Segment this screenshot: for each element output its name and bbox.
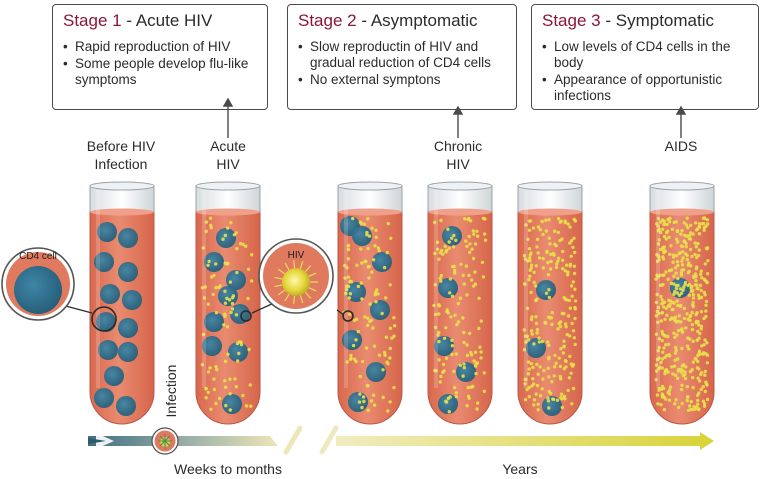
before-label-line-1: Before HIV	[86, 138, 156, 154]
stage-2-name: Asymptomatic	[370, 11, 478, 30]
stage-2-bullet-2: No external symptons	[298, 72, 506, 88]
stage-arrows	[222, 97, 687, 138]
stage-1-bullets: Rapid reproduction of HIV Some people de…	[63, 39, 257, 88]
cd4-cell-callout	[1, 247, 75, 321]
hiv-callout-label: HIV	[287, 250, 305, 261]
before-infection-label: Before HIV Infection	[66, 137, 176, 173]
stage-3-dash: -	[605, 11, 612, 30]
hiv-callout	[258, 238, 334, 314]
weeks-to-months-label: Weeks to months	[174, 461, 282, 477]
stage-1-box: Stage 1 - Acute HIV Rapid reproduction o…	[52, 4, 268, 110]
test-tube-4	[427, 181, 493, 425]
stage-1-bullet-2: Some people develop flu-like symptoms	[63, 56, 257, 88]
stage-3-number: Stage 3	[542, 11, 601, 30]
infection-label: Infection	[163, 364, 179, 418]
stage-1-name: Acute HIV	[135, 11, 213, 30]
stage-1-title: Stage 1 - Acute HIV	[63, 11, 257, 31]
cd4-cell-callout-label: CD4 cell	[19, 251, 57, 262]
test-tube-1	[89, 181, 155, 425]
stage-3-title: Stage 3 - Symptomatic	[542, 11, 748, 31]
timeline	[88, 425, 714, 455]
stage-1-dash: -	[126, 11, 133, 30]
chronic-label-line-2: HIV	[446, 156, 470, 172]
stage-2-title: Stage 2 - Asymptomatic	[298, 11, 506, 31]
stage-2-number: Stage 2	[298, 11, 357, 30]
test-tube-2	[195, 181, 261, 425]
stage-3-bullet-1: Low levels of CD4 cells in the body	[542, 39, 748, 71]
stage-1-bullet-1: Rapid reproduction of HIV	[63, 39, 257, 55]
stage-3-bullets: Low levels of CD4 cells in the body Appe…	[542, 39, 748, 104]
years-label: Years	[502, 461, 538, 477]
stage-2-box: Stage 2 - Asymptomatic Slow reproductin …	[287, 4, 517, 110]
stage-3-bullet-2: Appearance of opportunistic infections	[542, 72, 748, 104]
stage-1-number: Stage 1	[63, 11, 122, 30]
acute-label-line-1: Acute	[210, 138, 246, 154]
test-tube-5	[517, 181, 583, 425]
acute-label-line-2: HIV	[216, 156, 240, 172]
stage-2-dash: -	[361, 11, 368, 30]
stage-2-bullets: Slow reproductin of HIV and gradual redu…	[298, 39, 506, 88]
stage-2-bullet-1: Slow reproductin of HIV and gradual redu…	[298, 39, 506, 71]
test-tubes	[89, 181, 715, 425]
before-label-line-2: Infection	[94, 156, 148, 172]
acute-hiv-label: Acute HIV	[196, 137, 260, 173]
chronic-label-line-1: Chronic	[433, 138, 483, 154]
stage-3-box: Stage 3 - Symptomatic Low levels of CD4 …	[531, 4, 759, 110]
test-tube-6	[649, 181, 715, 425]
test-tube-3	[337, 181, 403, 425]
stage-3-name: Symptomatic	[615, 11, 714, 30]
aids-label: AIDS	[664, 138, 698, 154]
chronic-hiv-label: Chronic HIV	[420, 137, 496, 173]
